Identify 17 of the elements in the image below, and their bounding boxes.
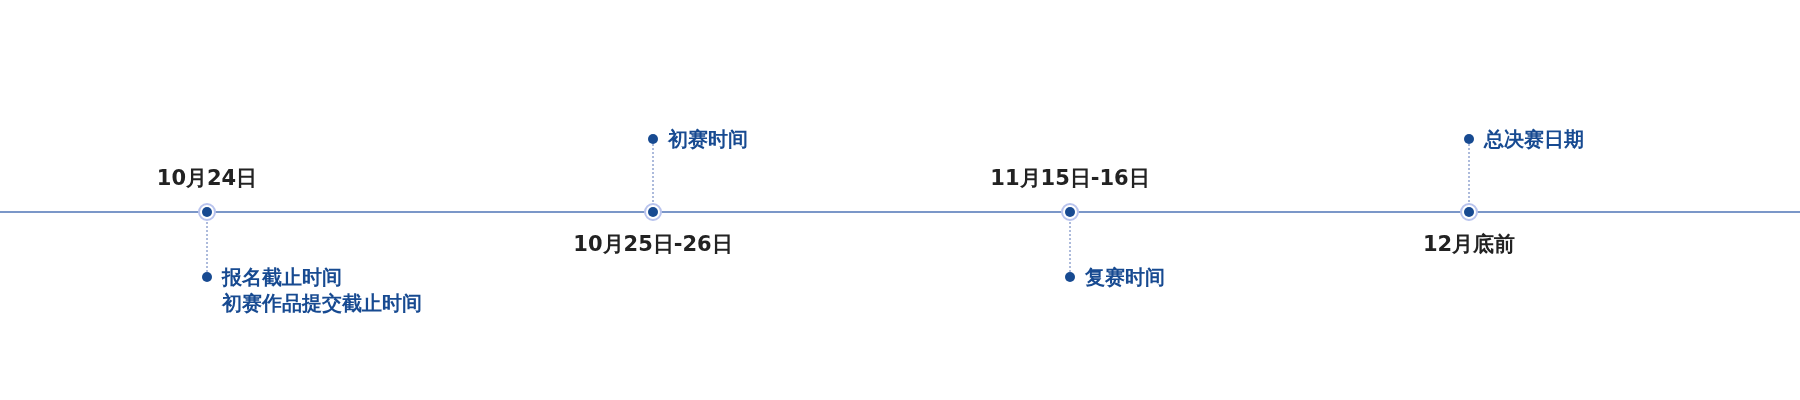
timeline-marker (1460, 203, 1478, 221)
event-label: 初赛时间 (668, 126, 748, 152)
date-label: 10月24日 (156, 165, 258, 192)
date-label: 10月25日-26日 (573, 231, 733, 258)
timeline-marker (1061, 203, 1079, 221)
leader-line (652, 143, 654, 204)
timeline-marker (644, 203, 662, 221)
event-label: 初赛作品提交截止时间 (222, 290, 422, 316)
event-label: 报名截止时间 (222, 264, 343, 290)
event-label: 总决赛日期 (1484, 126, 1584, 152)
timeline-marker (198, 203, 216, 221)
leader-line (1468, 143, 1470, 204)
leader-line (1069, 220, 1071, 273)
date-label: 11月15日-16日 (990, 165, 1150, 192)
event-label: 复赛时间 (1085, 264, 1165, 290)
leader-line (206, 220, 208, 273)
date-label: 12月底前 (1422, 231, 1516, 258)
